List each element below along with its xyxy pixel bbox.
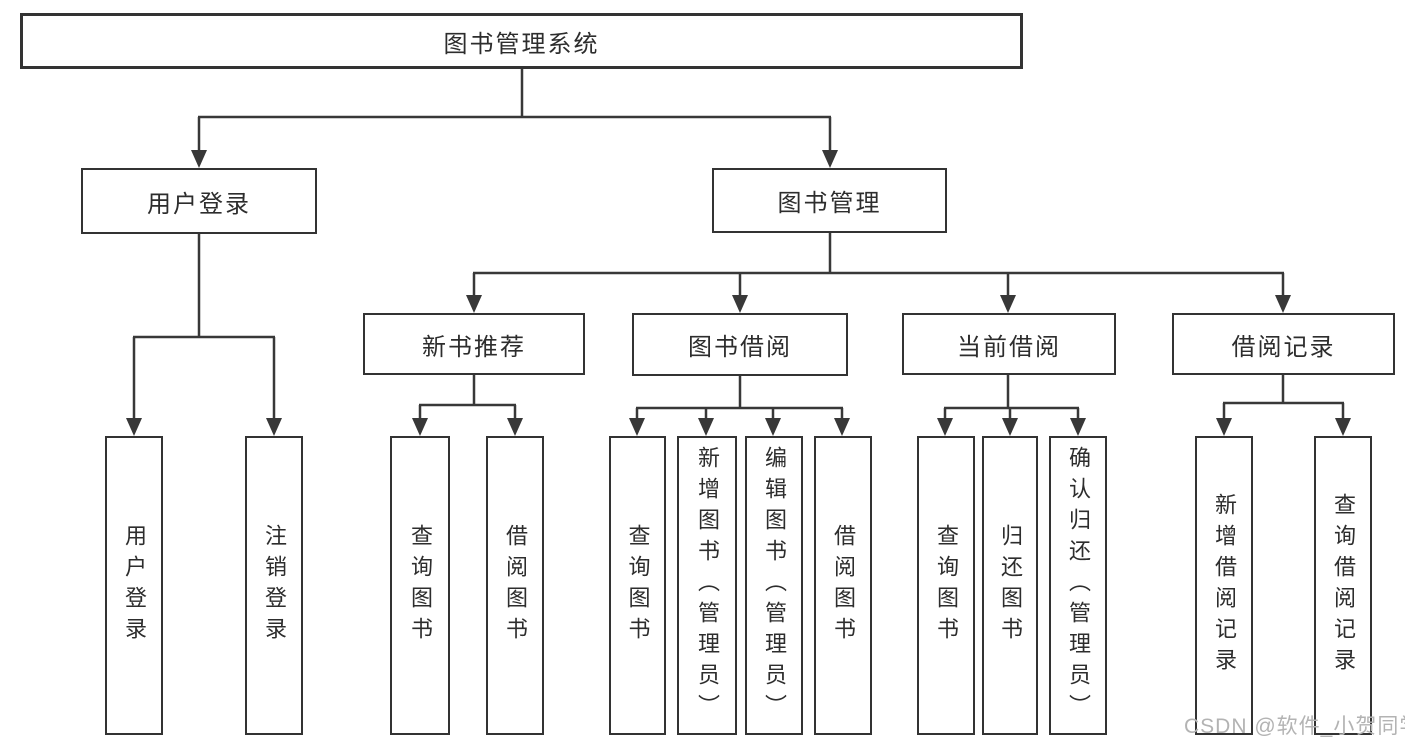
- node-query-books-3: 查询图书: [917, 436, 975, 735]
- node-add-borrow-record: 新增借阅记录: [1195, 436, 1253, 735]
- node-label: 新书推荐: [422, 333, 526, 361]
- node-label: 确认归还（管理员）: [1066, 446, 1091, 725]
- node-label: 新增借阅记录: [1212, 492, 1237, 679]
- node-query-books: 查询图书: [390, 436, 450, 735]
- node-label: 查询图书: [934, 523, 959, 648]
- node-label: 用户登录: [147, 190, 251, 218]
- csdn-watermark: CSDN @软件_小贺同学: [1184, 715, 1405, 738]
- node-label: 图书借阅: [688, 334, 792, 361]
- node-borrow-records: 借阅记录: [1172, 313, 1395, 375]
- node-borrow-books: 借阅图书: [486, 436, 544, 735]
- node-user-login-leaf: 用户登录: [105, 436, 163, 735]
- node-label: 用户登录: [122, 523, 147, 648]
- node-label: 借阅图书: [503, 523, 528, 648]
- node-add-book-admin: 新增图书（管理员）: [677, 436, 737, 735]
- node-borrow-books-2: 借阅图书: [814, 436, 872, 735]
- node-label: 注销登录: [262, 523, 287, 648]
- node-query-borrow-record: 查询借阅记录: [1314, 436, 1372, 735]
- node-system-root: 图书管理系统: [20, 13, 1023, 69]
- node-current-borrow: 当前借阅: [902, 313, 1116, 375]
- node-label: 当前借阅: [957, 333, 1061, 361]
- node-label: 查询借阅记录: [1331, 492, 1356, 679]
- node-query-books-2: 查询图书: [609, 436, 666, 735]
- node-new-book-recommend: 新书推荐: [363, 313, 585, 375]
- node-label: 编辑图书（管理员）: [762, 446, 787, 725]
- node-label: 查询图书: [408, 523, 433, 648]
- node-label: 图书管理: [777, 190, 882, 217]
- node-label: 图书管理系统: [443, 30, 600, 58]
- node-label: 归还图书: [998, 523, 1023, 648]
- node-logout-leaf: 注销登录: [245, 436, 303, 735]
- node-book-management: 图书管理: [712, 168, 947, 233]
- node-confirm-return-admin: 确认归还（管理员）: [1049, 436, 1107, 735]
- node-user-login: 用户登录: [81, 168, 317, 234]
- node-label: 借阅图书: [831, 523, 856, 648]
- node-label: 查询图书: [625, 523, 651, 648]
- node-label: 借阅记录: [1231, 333, 1336, 361]
- node-edit-book-admin: 编辑图书（管理员）: [745, 436, 803, 735]
- node-book-borrow: 图书借阅: [632, 313, 848, 376]
- node-label: 新增图书（管理员）: [695, 446, 720, 725]
- node-return-book: 归还图书: [982, 436, 1038, 735]
